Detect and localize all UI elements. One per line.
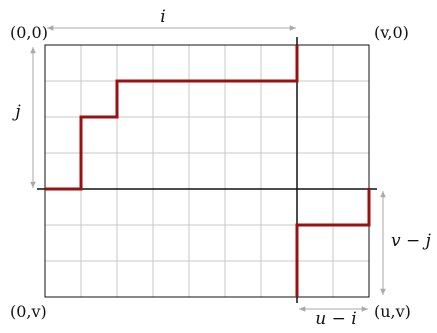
corner-label-bottom-right: (u,v): [374, 302, 411, 321]
corner-label-top-left: (0,0): [10, 23, 48, 42]
dimension-v-minus-j: v − j: [380, 191, 432, 295]
grid-lines: [45, 45, 369, 297]
dimension-j: j: [11, 47, 36, 188]
corner-label-bottom-left: (0,v): [10, 302, 47, 321]
dimension-label-u-minus-i: u − i: [315, 309, 356, 328]
lattice-path-lower: [295, 189, 371, 297]
dimension-label-j: j: [11, 102, 21, 122]
dimension-u-minus-i: u − i: [299, 306, 368, 329]
dimension-label-v-minus-j: v − j: [391, 231, 432, 251]
dimension-i: i: [47, 7, 296, 31]
grid-border: [44, 44, 370, 298]
lattice-path-upper: [45, 45, 299, 191]
dimension-label-i: i: [160, 7, 165, 27]
corner-label-top-right: (v,0): [374, 23, 409, 42]
